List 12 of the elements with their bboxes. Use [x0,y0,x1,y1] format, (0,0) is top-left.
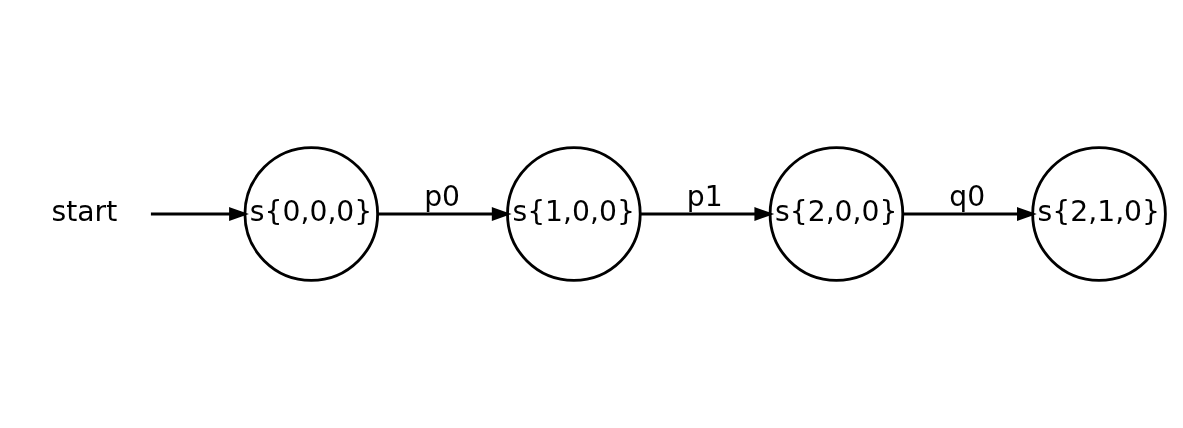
arrow [903,207,1037,221]
arrow [150,207,249,221]
node-circle: s{1,0,0} [506,146,642,282]
edge-label: p1 [686,179,723,213]
edge-label: q0 [949,179,986,213]
edge-label: p0 [424,179,461,213]
arrow [378,207,512,221]
arrow [640,207,775,221]
node-text: start [51,195,118,229]
node-circle: s{2,1,0} [1031,146,1167,282]
node-circle: s{0,0,0} [243,146,380,282]
node-circle: s{2,0,0} [768,146,905,282]
